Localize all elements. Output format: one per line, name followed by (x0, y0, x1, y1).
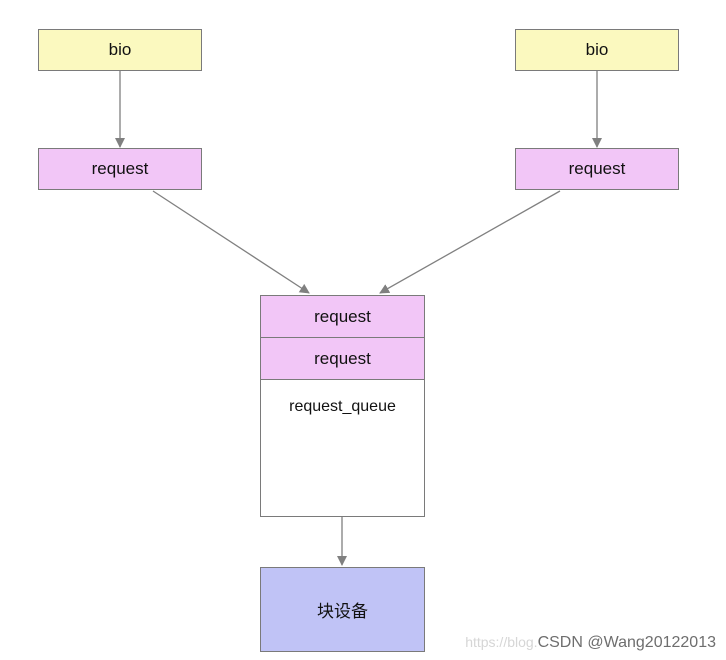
bio-box-left: bio (38, 29, 202, 71)
watermark-author: CSDN @Wang20122013 (537, 634, 716, 651)
bio-box-right: bio (515, 29, 679, 71)
arrow-right-request-to-queue (379, 190, 561, 294)
watermark-url: https://blog. (465, 634, 538, 650)
watermark: https://blog.CSDN @Wang20122013 (465, 634, 716, 652)
request-box-right: request (515, 148, 679, 190)
queue-item-label: request (314, 306, 371, 326)
bio-label-left: bio (108, 40, 132, 59)
block-device-box: 块设备 (260, 567, 425, 652)
request-queue: request request request_queue (260, 295, 425, 517)
arrow-left-request-to-queue (152, 190, 310, 294)
bio-label-right: bio (585, 40, 609, 59)
request-box-left: request (38, 148, 202, 190)
queue-item: request (260, 337, 425, 380)
block-device-label: 块设备 (317, 602, 368, 621)
request-label-left: request (91, 159, 149, 178)
request-label-right: request (568, 159, 626, 178)
queue-item: request (260, 295, 425, 338)
request-queue-label: request_queue (289, 398, 396, 415)
queue-item-label: request (314, 348, 371, 368)
